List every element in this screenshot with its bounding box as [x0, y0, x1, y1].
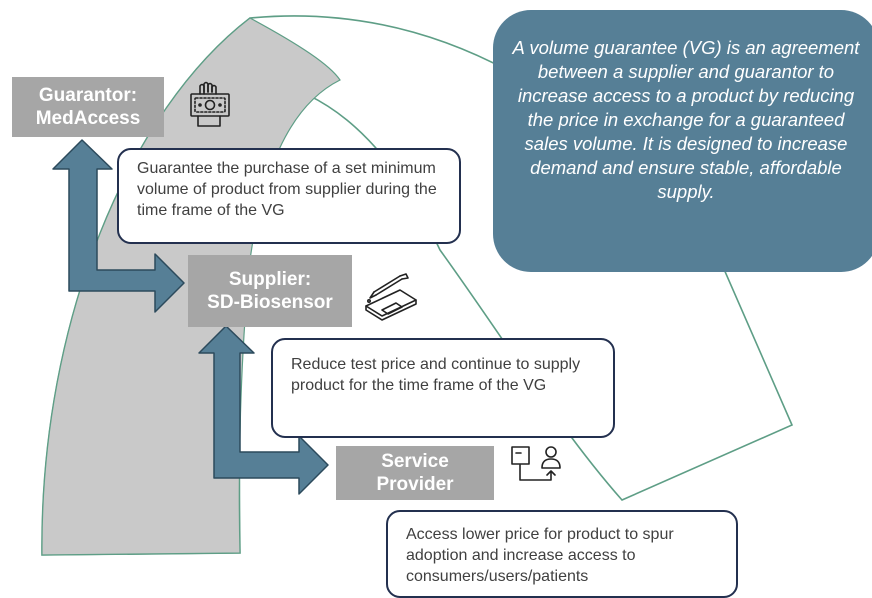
- role-service-provider-line1: Service: [381, 451, 449, 472]
- box-to-person-icon: [511, 446, 561, 481]
- arrow-supplier-to-service-provider: [198, 325, 329, 495]
- role-supplier-line1: Supplier:: [228, 269, 312, 290]
- definition-callout: A volume guarantee (VG) is an agreement …: [493, 10, 872, 272]
- role-guarantor: Guarantor: MedAccess: [12, 77, 164, 137]
- role-supplier: Supplier: SD-Biosensor: [188, 255, 352, 327]
- role-supplier-line2: SD-Biosensor: [207, 292, 333, 313]
- arrow-guarantor-to-supplier: [52, 139, 185, 313]
- test-kit-dropper-icon: [365, 273, 417, 321]
- role-guarantor-line1: Guarantor:: [38, 85, 138, 106]
- role-service-provider: Service Provider: [336, 446, 494, 500]
- note-service-provider: Access lower price for product to spur a…: [386, 510, 738, 598]
- note-supplier: Reduce test price and continue to supply…: [271, 338, 615, 438]
- role-guarantor-line2: MedAccess: [35, 108, 141, 129]
- role-service-provider-line2: Provider: [376, 474, 454, 495]
- cash-in-hand-icon: [190, 81, 230, 127]
- note-guarantor: Guarantee the purchase of a set minimum …: [117, 148, 461, 244]
